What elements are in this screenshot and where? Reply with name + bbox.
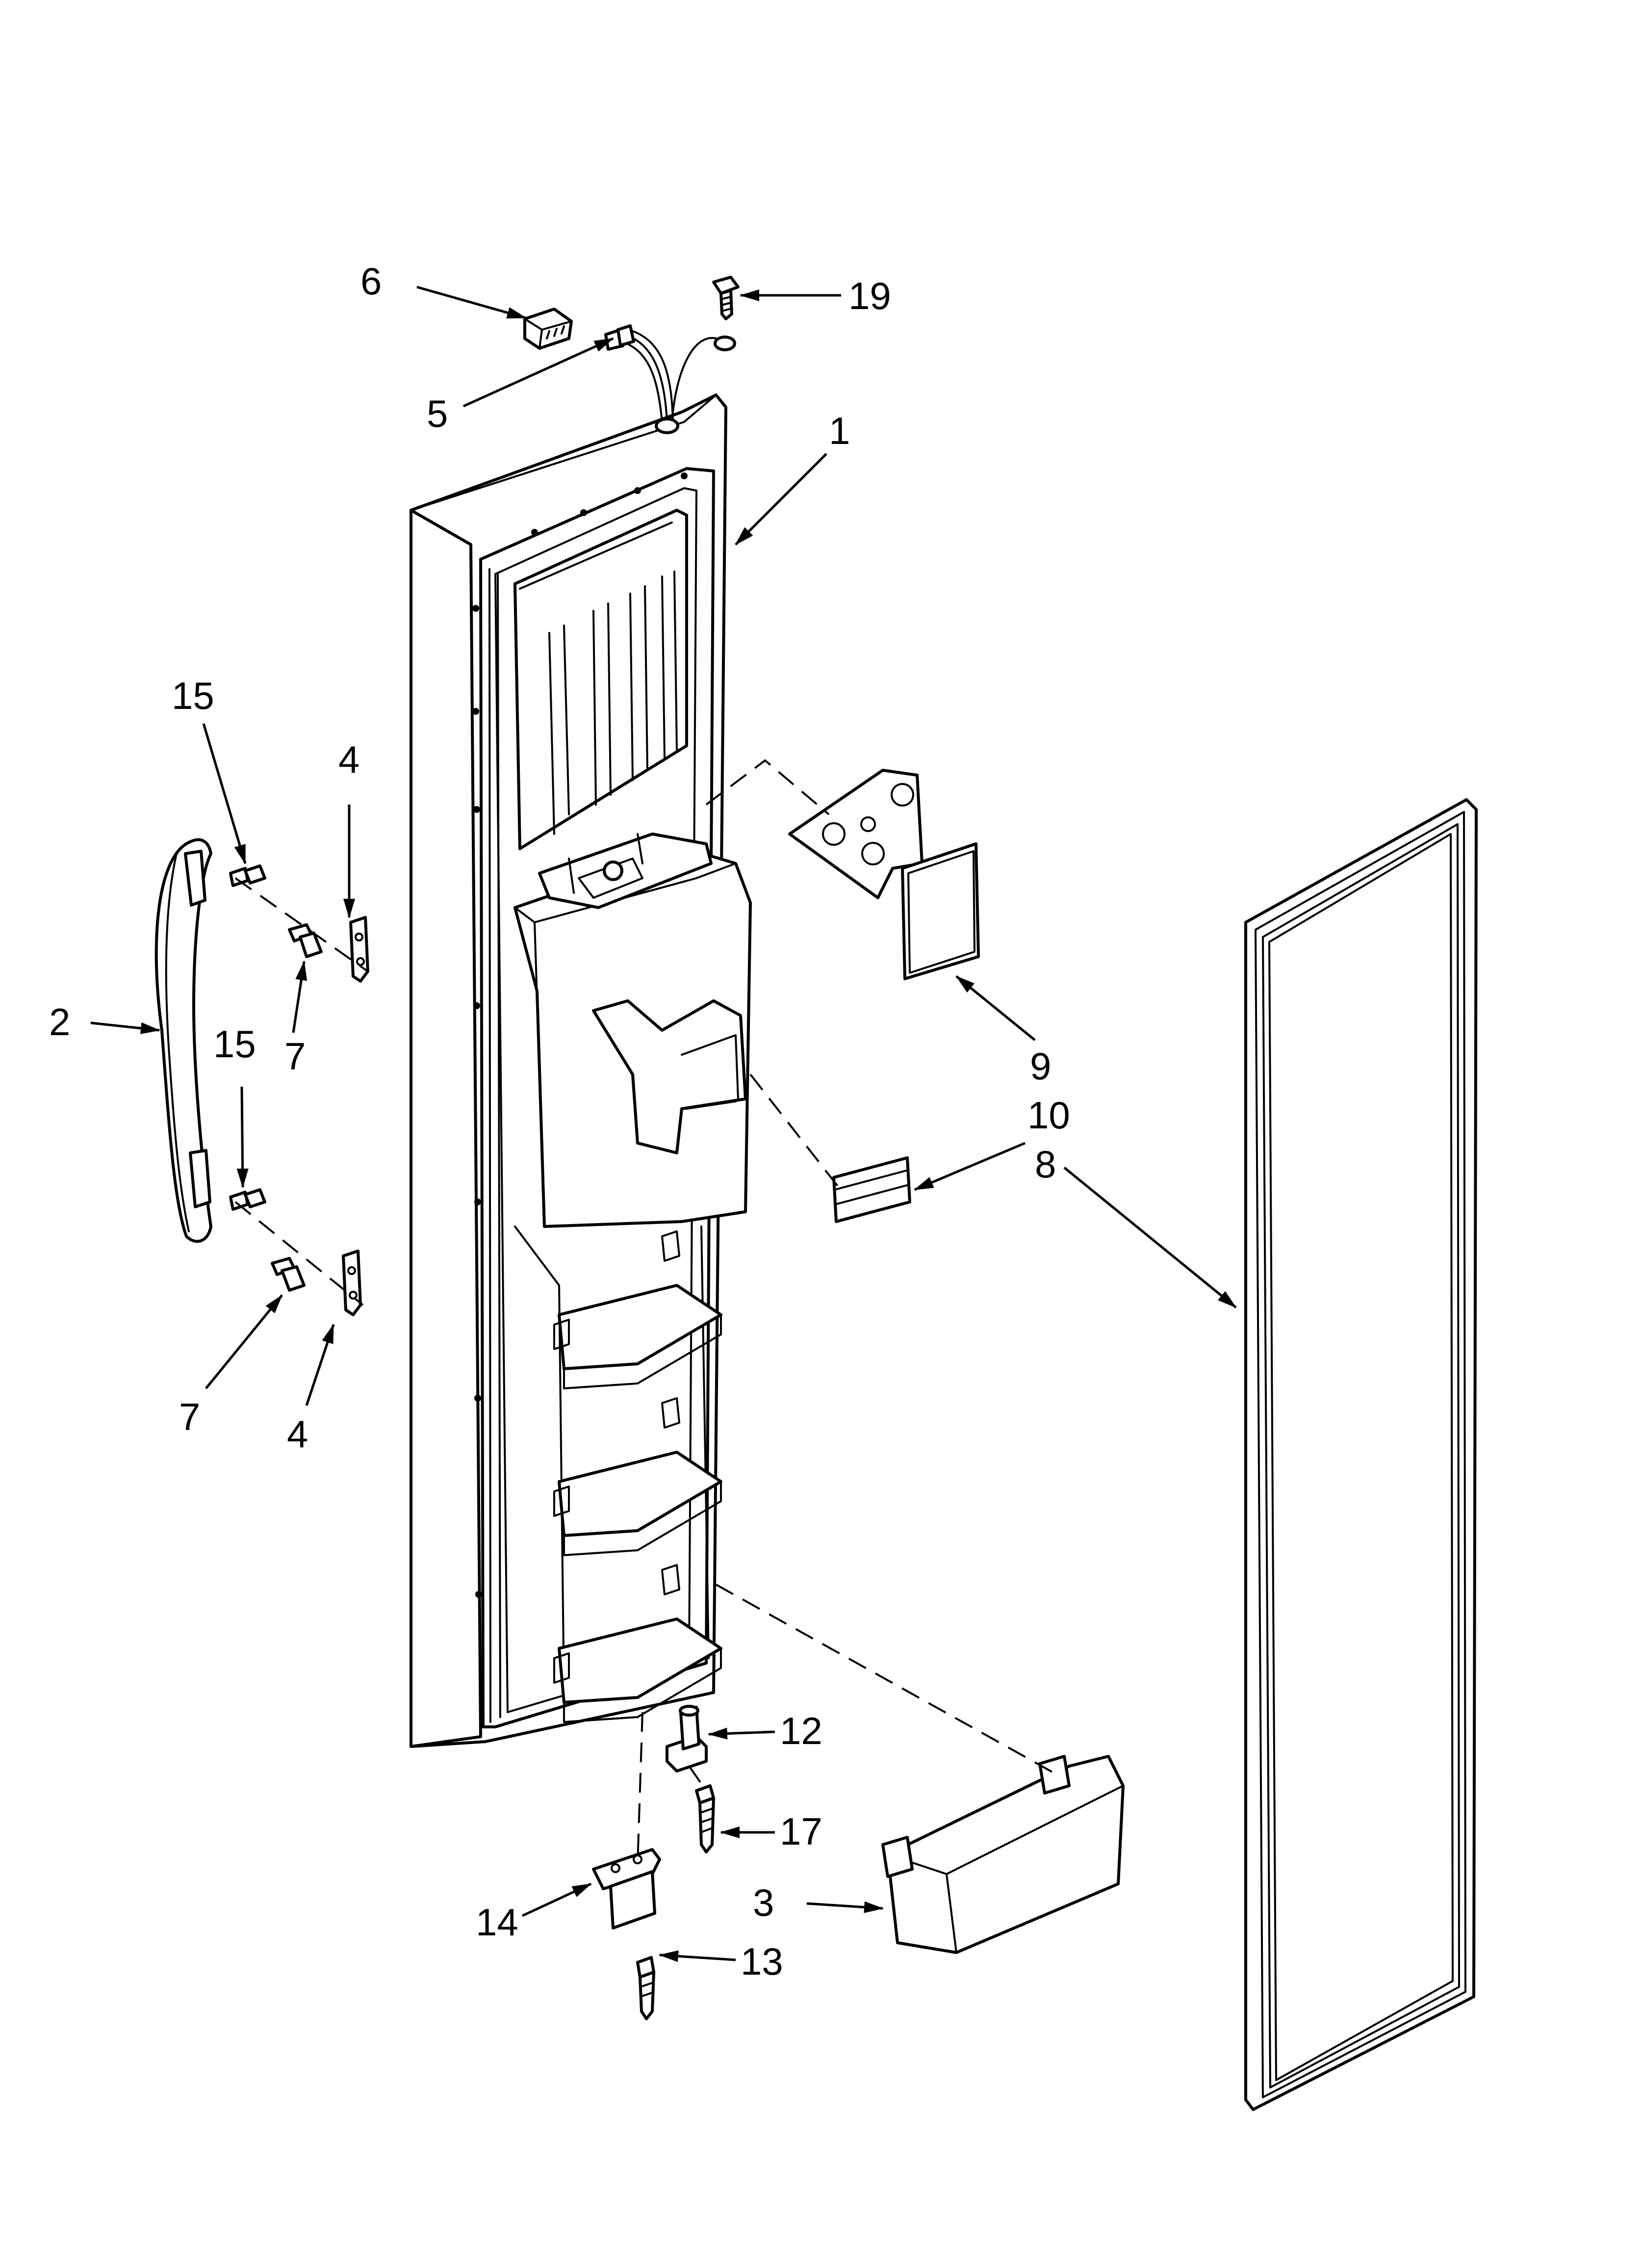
callout-15-lower: 15 [213,1022,256,1066]
stud-15-lower-part [229,1188,266,1211]
handle-part [154,838,212,1243]
callout-2: 2 [49,1000,70,1043]
assembly-lines [234,759,1060,1865]
screw-19-part [712,276,740,320]
callout-5: 5 [427,392,448,435]
callout-9: 9 [1030,1044,1051,1088]
callout-19: 19 [848,274,891,317]
door-bin-part [881,1755,1125,1954]
callout-14: 14 [476,1901,518,1944]
callout-15-upper: 15 [172,674,214,717]
callout-17: 17 [780,1810,822,1853]
connector-part [523,308,573,350]
callout-1: 1 [829,409,850,452]
screw-13-part [636,1956,655,2020]
callout-7-upper: 7 [284,1035,306,1078]
callout-4-lower: 4 [287,1412,308,1456]
hinge-bracket-part [592,1848,661,1929]
screw-17-part [695,1784,715,1853]
bracket-4-lower-part [342,1250,362,1316]
callout-8: 8 [1035,1143,1056,1186]
callout-4-upper: 4 [338,738,359,781]
screw-7-lower-part [271,1257,306,1292]
leader-arrows [90,286,1237,1962]
callout-6: 6 [360,260,382,303]
screw-7-upper-part [288,923,323,958]
callout-12: 12 [780,1709,822,1752]
cover-plate-part [788,769,980,980]
gasket-part [1244,798,1478,2111]
pad-part [832,1156,911,1223]
bracket-4-upper-part [349,916,369,983]
callout-10: 10 [1027,1094,1070,1137]
stud-15-upper-part [229,864,266,887]
callout-7-lower: 7 [179,1395,200,1438]
hinge-pin-part [666,1705,708,1773]
callout-13: 13 [741,1940,783,1983]
door-panel-part [410,393,752,1748]
callout-3: 3 [753,1881,774,1924]
